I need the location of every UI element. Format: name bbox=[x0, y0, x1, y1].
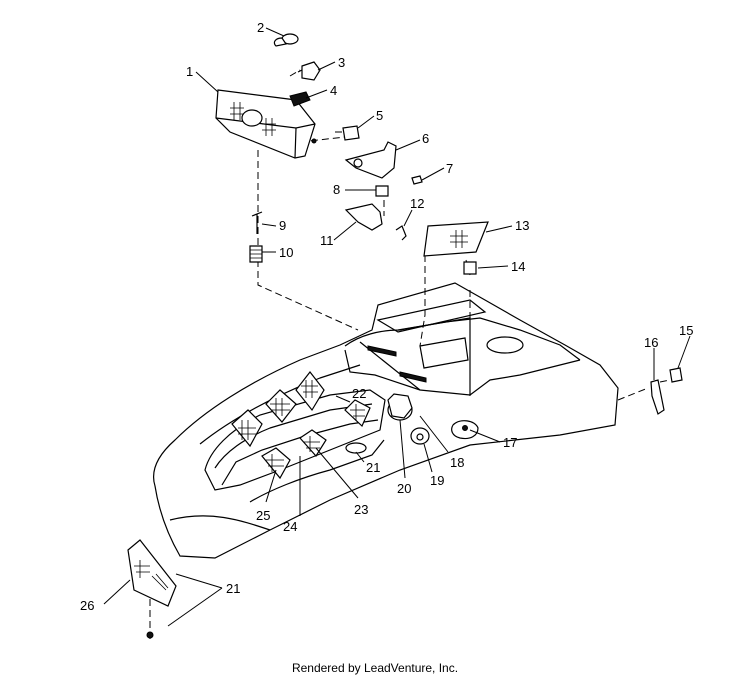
callout-22: 22 bbox=[352, 386, 366, 401]
callout-24: 24 bbox=[283, 519, 297, 534]
callout-8: 8 bbox=[333, 182, 340, 197]
callout-12: 12 bbox=[410, 196, 424, 211]
callout-20: 20 bbox=[397, 481, 411, 496]
callout-17: 17 bbox=[503, 435, 517, 450]
callout-11: 11 bbox=[320, 233, 334, 248]
callout-9: 9 bbox=[279, 218, 286, 233]
callout-1: 1 bbox=[186, 64, 193, 79]
headlight-housing bbox=[215, 89, 317, 159]
callout-19: 19 bbox=[430, 473, 444, 488]
nut bbox=[375, 185, 389, 197]
callout-25: 25 bbox=[256, 508, 270, 523]
callout-14: 14 bbox=[511, 259, 525, 274]
callout-21-b: 21 bbox=[226, 581, 240, 596]
callout-21-a: 21 bbox=[366, 460, 380, 475]
leader-lines bbox=[103, 27, 691, 627]
hood-body bbox=[153, 282, 619, 559]
callout-13: 13 bbox=[515, 218, 529, 233]
socket bbox=[297, 61, 321, 81]
callout-18: 18 bbox=[450, 455, 464, 470]
rear-light bbox=[127, 539, 177, 639]
callout-23: 23 bbox=[354, 502, 368, 517]
callout-5: 5 bbox=[376, 108, 383, 123]
knob bbox=[463, 261, 477, 275]
pad bbox=[342, 125, 360, 141]
callouts: 1 2 3 4 5 6 7 8 9 10 11 12 13 14 15 16 1… bbox=[80, 20, 693, 613]
callout-6: 6 bbox=[422, 131, 429, 146]
callout-7: 7 bbox=[446, 161, 453, 176]
decal-plate bbox=[423, 221, 489, 257]
cap bbox=[669, 367, 683, 383]
callout-15: 15 bbox=[679, 323, 693, 338]
bolt bbox=[251, 211, 263, 234]
callout-16: 16 bbox=[644, 335, 658, 350]
handle bbox=[650, 379, 665, 415]
callout-2: 2 bbox=[257, 20, 264, 35]
callout-26: 26 bbox=[80, 598, 94, 613]
bracket bbox=[344, 141, 397, 179]
callout-4: 4 bbox=[330, 83, 337, 98]
screw bbox=[411, 175, 423, 185]
mount-bracket bbox=[344, 203, 383, 231]
grommet bbox=[289, 91, 311, 107]
callout-3: 3 bbox=[338, 55, 345, 70]
bulb bbox=[273, 33, 299, 47]
render-credit: Rendered by LeadVenture, Inc. bbox=[291, 661, 459, 675]
clip bbox=[395, 225, 407, 241]
callout-10: 10 bbox=[279, 245, 293, 260]
